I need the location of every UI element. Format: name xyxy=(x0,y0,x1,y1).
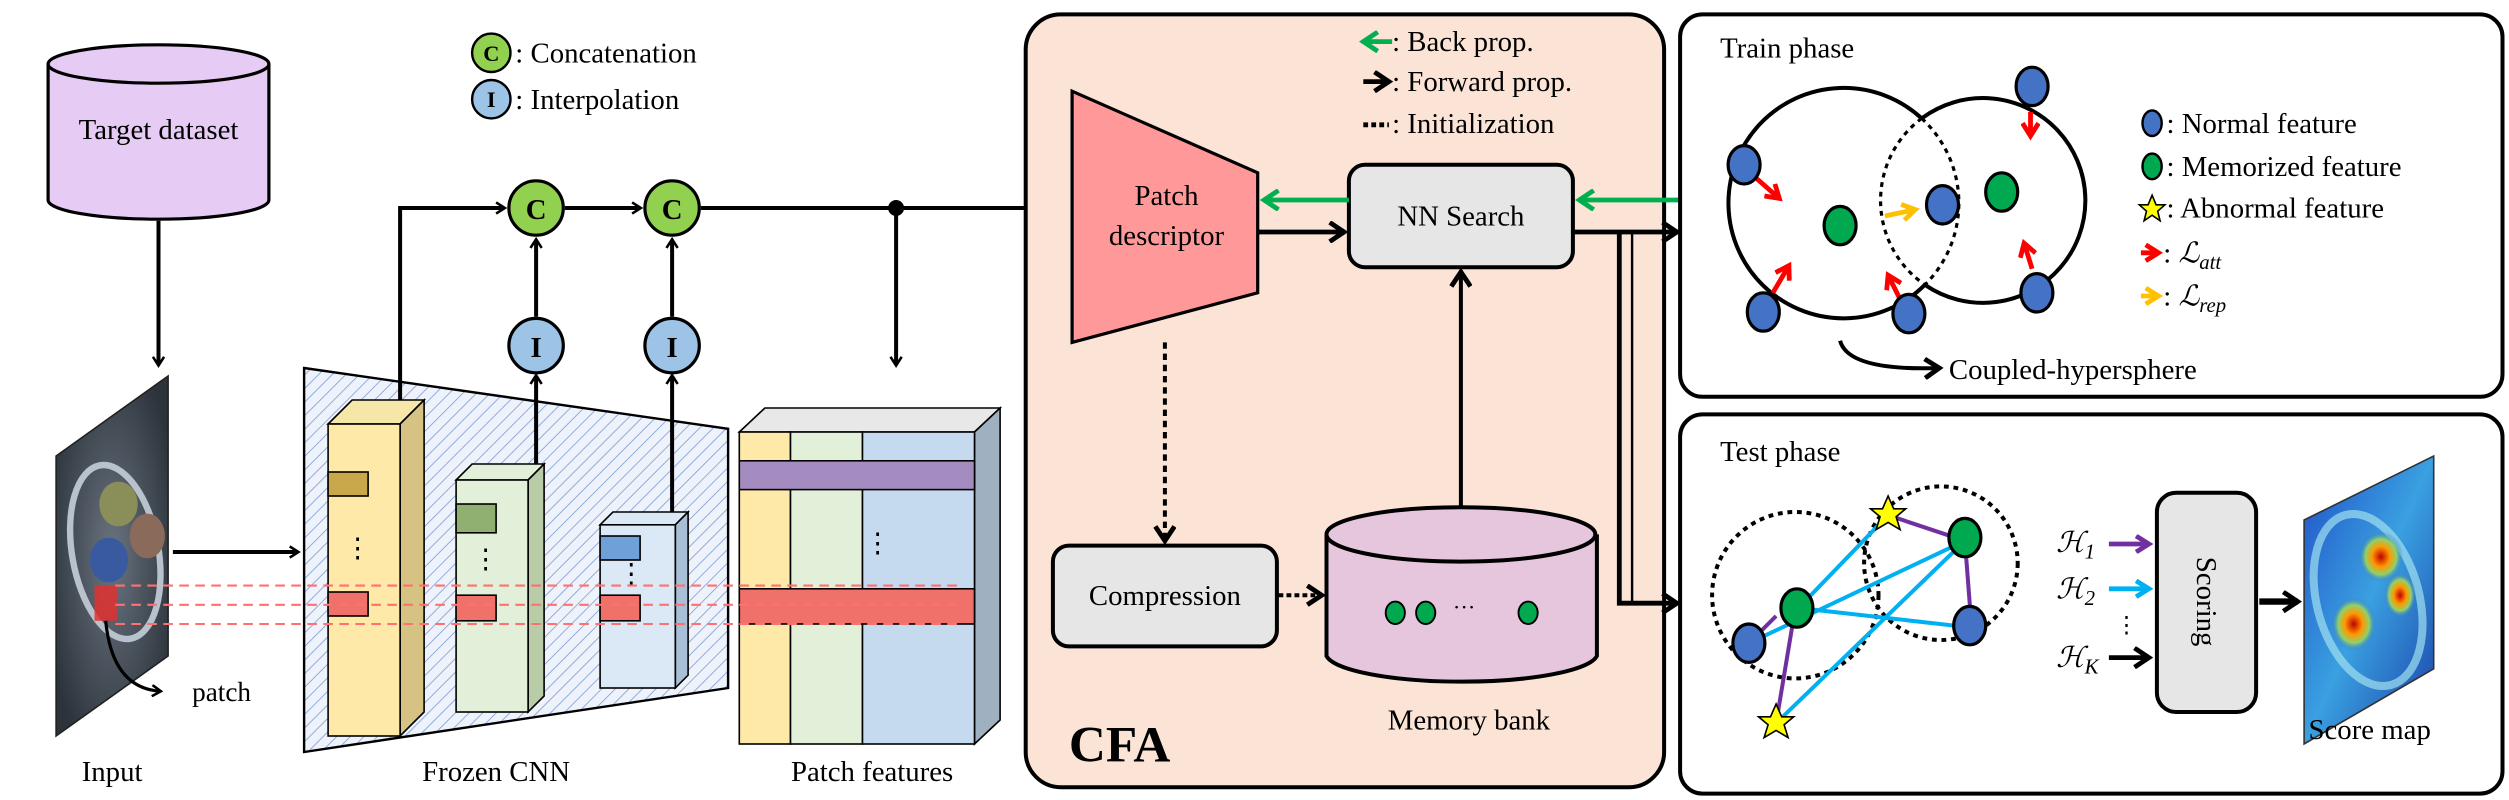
normal-feature-icon xyxy=(2141,109,2163,138)
abnormal-feature xyxy=(1756,702,1796,740)
legend-rep: : ℒrep xyxy=(2163,281,2226,317)
score-map-label: Score map xyxy=(2309,714,2431,746)
patch-pointer-arrow xyxy=(104,620,160,691)
interp-node-1: I xyxy=(507,316,565,375)
input-image: Input patch xyxy=(55,374,251,788)
test-hypersphere-right xyxy=(1862,484,2020,642)
normal-feature xyxy=(2019,272,2055,314)
ellipsis: ⋮ xyxy=(472,544,499,574)
test-hypersphere-left xyxy=(1710,510,1881,681)
normal-feature xyxy=(1745,291,1781,333)
concat-symbol: C xyxy=(662,194,683,226)
normal-feature xyxy=(1924,184,1961,226)
test-features xyxy=(1731,494,1988,740)
h1-label: ℋ1 xyxy=(2056,527,2095,563)
legend-forward-prop: : Forward prop. xyxy=(1392,66,1572,98)
normal-feature xyxy=(1731,622,1767,664)
normal-feature xyxy=(1891,292,1927,335)
patch-descriptor-label-1: Patch xyxy=(1135,180,1200,212)
normal-feature xyxy=(1952,604,1988,647)
frozen-cnn-label: Frozen CNN xyxy=(422,756,570,788)
concat-node-1: C xyxy=(507,179,565,237)
train-phase-title: Train phase xyxy=(1720,33,1854,65)
compression-box: Compression xyxy=(1050,543,1279,649)
ellipsis: ⋮ xyxy=(344,533,371,563)
abnormal-feature-icon xyxy=(2137,193,2168,223)
ellipsis: ⋮ xyxy=(618,558,645,588)
coupled-hypersphere-label: Coupled-hypersphere xyxy=(1949,354,2197,386)
junction-dot xyxy=(888,200,905,216)
patch-label: patch xyxy=(192,677,251,707)
legend-initialization: : Initialization xyxy=(1392,108,1554,140)
normal-feature xyxy=(1726,144,1762,186)
target-dataset-label: Target dataset xyxy=(79,114,239,146)
train-legend: : Normal feature : Memorized feature : A… xyxy=(2137,108,2402,317)
compression-label: Compression xyxy=(1089,580,1241,612)
patch-features-block: ⋮ Patch features xyxy=(737,406,1003,788)
memory-ellipsis: ··· xyxy=(1453,594,1475,619)
h2-label: ℋ2 xyxy=(2056,573,2095,609)
train-features xyxy=(1726,65,2055,335)
patch-descriptor-label-2: descriptor xyxy=(1109,220,1225,252)
nn-search-label: NN Search xyxy=(1397,201,1525,233)
legend-back-prop: : Back prop. xyxy=(1392,26,1534,58)
abnormal-feature xyxy=(1868,494,1908,532)
memorized-feature xyxy=(1984,171,2020,213)
interp-symbol: I xyxy=(530,332,541,364)
score-map-image xyxy=(2303,454,2435,746)
patch-descriptor: Patch descriptor xyxy=(1070,88,1260,345)
memorized-feature xyxy=(1779,587,1815,629)
cfa-title: CFA xyxy=(1069,717,1170,774)
memory-feature-dot xyxy=(1384,600,1406,625)
memory-feature-dot xyxy=(1517,600,1539,625)
interp-symbol: I xyxy=(666,332,677,364)
vdots: ⋮ xyxy=(2115,612,2137,637)
hk-label: ℋK xyxy=(2056,642,2099,678)
nn-search-box: NN Search xyxy=(1346,162,1575,270)
test-phase-title: Test phase xyxy=(1720,436,1840,468)
train-phase-panel: Train phase Coupled-hypersphere xyxy=(1678,12,2505,399)
coupled-hypersphere-pointer xyxy=(1838,340,1939,369)
scoring-label: Scoring xyxy=(2190,557,2222,647)
hypothesis-labels: ℋ1 ℋ2 ⋮ ℋK xyxy=(2056,527,2149,679)
memorized-feature xyxy=(1822,204,1858,247)
ci-legend: C : Concatenation I : Interpolation xyxy=(470,32,697,120)
memory-bank: ··· Memory bank xyxy=(1324,505,1599,737)
test-phase-panel: Test phase ℋ1 ℋ2 ⋮ ℋK xyxy=(1678,412,2505,796)
hypersphere-left xyxy=(1726,85,1927,321)
interp-node-2: I xyxy=(643,316,701,375)
legend-concat-symbol: C xyxy=(483,41,499,66)
legend-att: : ℒatt xyxy=(2163,237,2222,273)
to-test-arrow xyxy=(1616,232,1677,603)
legend-abnormal: : Abnormal feature xyxy=(2167,193,2385,225)
legend-memorized: : Memorized feature xyxy=(2167,151,2402,183)
memorized-feature-icon xyxy=(2141,152,2163,181)
memorized-feature xyxy=(1947,516,1983,559)
frozen-cnn: ⋮ ⋮ ⋮ Frozen CNN xyxy=(302,366,730,788)
concat-node-2: C xyxy=(643,179,701,237)
scoring-box: Scoring xyxy=(2154,490,2259,714)
memory-feature-dot xyxy=(1415,600,1437,625)
input-label: Input xyxy=(82,756,143,788)
legend-interp-label: : Interpolation xyxy=(515,84,679,116)
patch-features-label: Patch features xyxy=(791,756,953,788)
normal-feature xyxy=(2014,65,2050,108)
patch-dashed-lines xyxy=(115,584,961,626)
target-dataset-cylinder: Target dataset xyxy=(46,43,271,221)
ellipsis: ⋮ xyxy=(864,528,891,558)
legend-concat-label: : Concatenation xyxy=(515,37,697,69)
legend-normal: : Normal feature xyxy=(2167,108,2357,140)
concat-symbol: C xyxy=(526,194,547,226)
memory-bank-label: Memory bank xyxy=(1388,705,1551,737)
hypersphere-right xyxy=(1920,96,2088,305)
concat-interp-connections xyxy=(398,208,1048,512)
cfa-panel: CFA : Back prop. : Forward prop. : Initi… xyxy=(1023,12,1684,790)
legend-interp-symbol: I xyxy=(487,87,496,112)
distance-lines-cyan xyxy=(1748,513,1969,725)
